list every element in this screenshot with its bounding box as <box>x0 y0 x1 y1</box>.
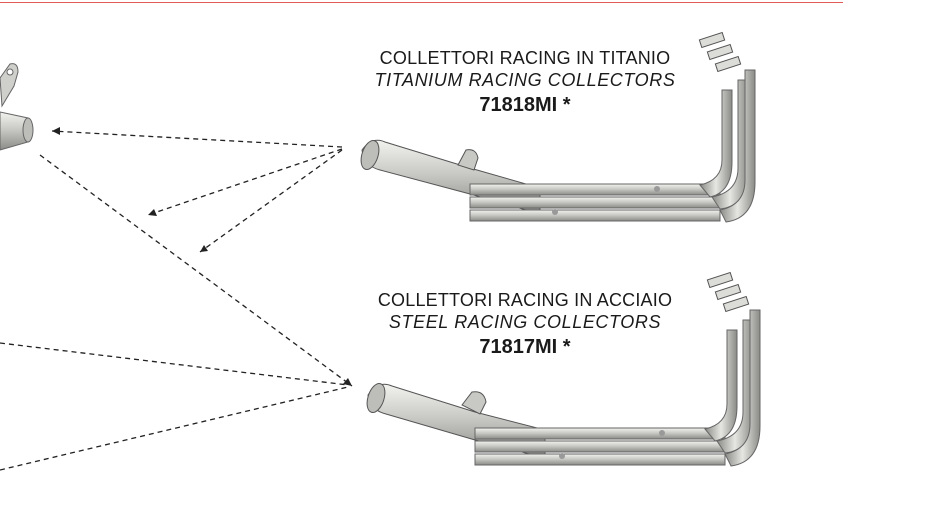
product-code: 71817MI * <box>479 336 571 358</box>
product-name-english: TITANIUM RACING COLLECTORS <box>374 70 676 90</box>
leader-lines <box>0 130 353 471</box>
product-name-italian: COLLETTORI RACING IN TITANIO <box>379 48 671 68</box>
product-code: 71818MI * <box>479 94 571 116</box>
product-name-italian: COLLETTORI RACING IN ACCIAIO <box>377 290 673 310</box>
product-label-steel: COLLETTORI RACING IN ACCIAIO STEEL RACIN… <box>362 289 688 361</box>
top-divider <box>0 2 843 3</box>
product-name-english: STEEL RACING COLLECTORS <box>388 312 662 332</box>
link-pipe-partial <box>0 63 34 151</box>
titanium-collectors-image <box>360 31 756 223</box>
steel-collectors-image <box>366 271 761 467</box>
arrow-heads <box>52 127 352 386</box>
product-label-titanium: COLLETTORI RACING IN TITANIO TITANIUM RA… <box>362 47 688 119</box>
